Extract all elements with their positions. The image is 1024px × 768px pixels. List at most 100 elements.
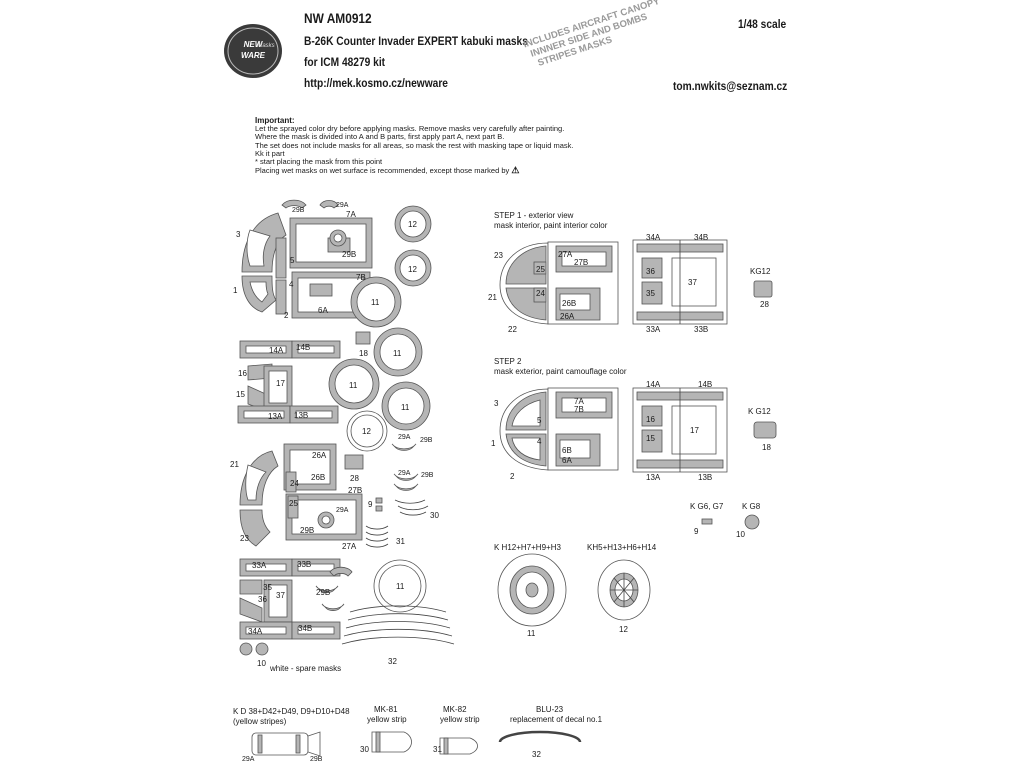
mask-4: [275, 279, 287, 315]
svg-text:26A: 26A: [560, 312, 575, 321]
mask-10-b: [255, 642, 269, 656]
svg-text:7A: 7A: [574, 397, 584, 406]
svg-text:29B: 29B: [342, 250, 356, 259]
svg-text:25: 25: [289, 499, 298, 508]
svg-text:yellow strip: yellow strip: [440, 715, 480, 724]
svg-text:27A: 27A: [558, 250, 573, 259]
svg-text:36: 36: [258, 595, 267, 604]
svg-text:10: 10: [736, 530, 745, 539]
svg-text:5: 5: [537, 416, 542, 425]
mask-29a-bottom: [321, 603, 345, 611]
svg-text:35: 35: [646, 289, 655, 298]
wet-mark-icon: ⚠: [511, 165, 520, 176]
svg-text:yellow strip: yellow strip: [367, 715, 407, 724]
svg-text:25: 25: [536, 265, 545, 274]
svg-text:7B: 7B: [574, 405, 584, 414]
mask-35: [239, 579, 263, 595]
svg-text:NEW: NEW: [244, 40, 264, 49]
svg-text:12: 12: [619, 625, 628, 634]
mask-25: [287, 495, 299, 519]
svg-text:27B: 27B: [574, 258, 588, 267]
mask-29b: [393, 473, 419, 481]
svg-text:24: 24: [290, 479, 299, 488]
mask-29a: [391, 443, 417, 451]
svg-text:28: 28: [760, 300, 769, 309]
svg-text:37: 37: [688, 278, 697, 287]
scale-label: 1/48 scale: [738, 17, 787, 31]
svg-text:29A: 29A: [398, 434, 411, 441]
mask-5: [275, 237, 287, 279]
svg-text:26B: 26B: [562, 299, 576, 308]
svg-text:24: 24: [536, 289, 545, 298]
svg-text:29A: 29A: [336, 507, 349, 514]
svg-text:21: 21: [230, 460, 239, 469]
svg-text:16: 16: [238, 369, 247, 378]
svg-text:31: 31: [396, 537, 405, 546]
mask-18-small: [355, 331, 371, 345]
svg-text:33B: 33B: [297, 560, 311, 569]
svg-text:13B: 13B: [698, 473, 712, 482]
svg-text:7B: 7B: [356, 273, 366, 282]
product-code: NW AM0912: [304, 10, 372, 26]
svg-text:1: 1: [233, 286, 238, 295]
mask-29a-b: [393, 483, 419, 491]
svg-text:12: 12: [362, 427, 371, 436]
svg-text:3: 3: [236, 230, 241, 239]
svg-text:11: 11: [393, 349, 402, 358]
svg-text:KG12: KG12: [750, 267, 771, 276]
svg-text:MK-81: MK-81: [374, 705, 398, 714]
svg-text:37: 37: [276, 591, 285, 600]
svg-text:7A: 7A: [346, 210, 356, 219]
mask-29b-bottom: [315, 585, 339, 593]
product-title: B-26K Counter Invader EXPERT kabuki mask…: [304, 34, 528, 48]
note-line: Kk it part: [255, 148, 285, 158]
svg-text:14A: 14A: [269, 346, 284, 355]
svg-text:29B: 29B: [292, 207, 305, 214]
svg-text:14B: 14B: [698, 380, 712, 389]
svg-text:6A: 6A: [562, 456, 572, 465]
svg-text:K G6, G7: K G6, G7: [690, 502, 724, 511]
svg-text:36: 36: [646, 267, 655, 276]
svg-text:29B: 29B: [421, 472, 434, 479]
canopy-masks-lower: [239, 443, 429, 548]
svg-text:21: 21: [488, 293, 497, 302]
note-line: The set does not include masks for all a…: [255, 140, 574, 150]
brand-logo: NEW WARE Masks: [222, 22, 284, 85]
svg-text:K D 38+D42+D49, D9+D10+D48: K D 38+D42+D49, D9+D10+D48: [233, 707, 350, 716]
mask-9-small: [701, 518, 713, 525]
wheel-diagrams: K H12+H7+H9+H3 KH5+H13+H6+H14 11 12: [494, 543, 657, 638]
svg-text:29B: 29B: [300, 526, 314, 535]
svg-text:26A: 26A: [312, 451, 327, 460]
svg-text:replacement of decal no.1: replacement of decal no.1: [510, 715, 603, 724]
svg-text:2: 2: [510, 472, 515, 481]
svg-text:1: 1: [491, 439, 496, 448]
note-line: Let the sprayed color dry before applyin…: [255, 124, 565, 134]
left-sheet-labels: 3 1 2 5 4 29B 29A 7A 29B 7B 6A 12 12 11 …: [230, 202, 439, 673]
svg-text:32: 32: [388, 657, 397, 666]
notes-heading: Important:: [255, 116, 295, 125]
mask-10-a: [239, 642, 253, 656]
svg-text:30: 30: [430, 511, 439, 520]
svg-text:34B: 34B: [298, 624, 312, 633]
svg-text:11: 11: [371, 298, 380, 307]
step1-diagram: STEP 1 - exterior view mask interior, pa…: [494, 211, 773, 325]
small-parts: K G6, G7 K G8 9 10: [690, 502, 761, 539]
svg-text:29A: 29A: [242, 756, 255, 763]
svg-text:12: 12: [408, 265, 417, 274]
svg-text:18: 18: [359, 349, 368, 358]
bomb-mk81: [371, 731, 412, 753]
svg-text:K H12+H7+H9+H3: K H12+H7+H9+H3: [494, 543, 561, 552]
kit-reference: for ICM 48279 kit: [304, 55, 386, 69]
svg-text:28: 28: [350, 474, 359, 483]
svg-text:(yellow stripes): (yellow stripes): [233, 717, 287, 726]
svg-text:27A: 27A: [342, 542, 357, 551]
side-window-masks: [237, 327, 431, 452]
svg-text:11: 11: [401, 403, 410, 412]
svg-text:Masks: Masks: [257, 43, 274, 49]
svg-text:K G8: K G8: [742, 502, 761, 511]
svg-text:WARE: WARE: [241, 51, 266, 60]
svg-text:15: 15: [236, 390, 245, 399]
svg-text:34A: 34A: [646, 233, 661, 242]
step2-labels: 3 1 2 5 4 7A 7B 6B 6A 14A 14B 16 15 17 1…: [491, 380, 771, 482]
svg-text:13A: 13A: [646, 473, 661, 482]
